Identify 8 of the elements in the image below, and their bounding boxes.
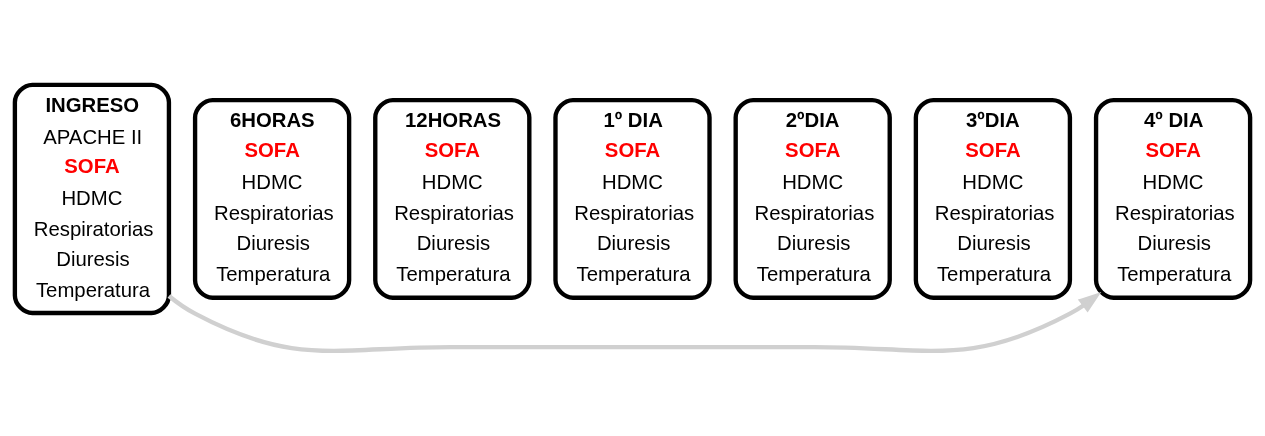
node-box: 2ºDIA SOFA HDMC Respiratorias Diuresis Temperatura (733, 97, 892, 300)
node-box: 4º DIA SOFA HDMC Respiratorias Diuresis Temperatura (1093, 97, 1253, 300)
node-box: INGRESO APACHE II SOFA HDMC Respiratorias Diuresis Temperatura (12, 82, 172, 315)
node-box: 6HORAS SOFA HDMC Respiratorias Diuresis Temperatura (192, 97, 352, 300)
node-box: 3ºDIA SOFA HDMC Respiratorias Diuresis Temperatura (913, 97, 1073, 300)
node-box: 12HORAS SOFA HDMC Respiratorias Diuresis Temperatura (373, 97, 532, 300)
arrow (167, 291, 1102, 353)
node-box: 1º DIA SOFA HDMC Respiratorias Diuresis Temperatura (553, 97, 712, 300)
